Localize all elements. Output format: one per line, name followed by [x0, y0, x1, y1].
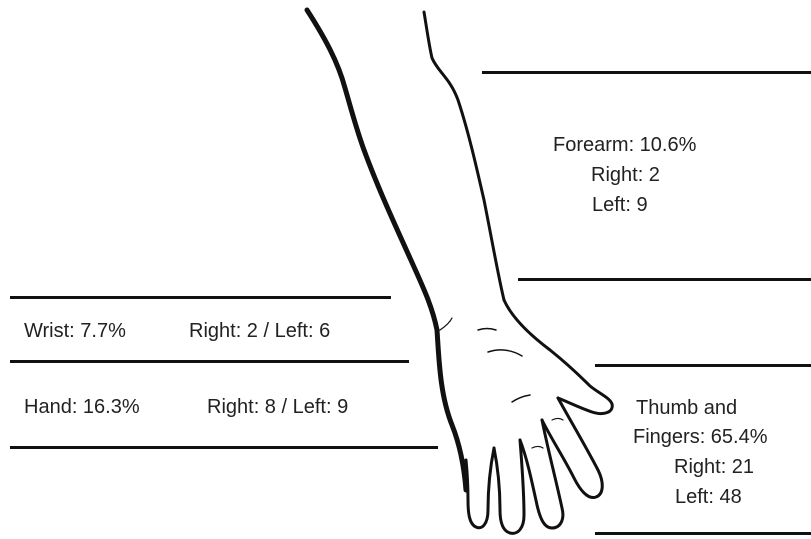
wrist-counts: Right: 2 / Left: 6 — [189, 319, 330, 343]
thumb-fingers-label-line2: Fingers: 65.4% — [633, 425, 768, 449]
little-finger — [466, 448, 494, 528]
middle-finger — [520, 420, 563, 528]
forearm-bottom-rule — [518, 278, 811, 281]
forearm-top-rule — [482, 71, 811, 74]
forearm-left-count: Left: 9 — [592, 193, 648, 217]
palm-crease — [488, 350, 522, 356]
thumb-fingers-right-count: Right: 21 — [674, 455, 754, 479]
wrist-label: Wrist: 7.7% — [24, 319, 126, 343]
finger-crease — [552, 419, 563, 421]
palm-crease — [512, 395, 530, 402]
hand-label: Hand: 16.3% — [24, 395, 140, 419]
thumb-fingers-left-count: Left: 48 — [675, 485, 742, 509]
forearm-label: Forearm: 10.6% — [553, 133, 696, 157]
ring-finger — [494, 440, 524, 533]
hand-bottom-rule — [10, 446, 438, 449]
thumb-fingers-label-line1: Thumb and — [636, 396, 737, 420]
wrist-hand-divider — [10, 360, 409, 363]
arm-shade-line — [343, 80, 358, 132]
forearm-right-count: Right: 2 — [591, 163, 660, 187]
palm-crease — [478, 329, 496, 331]
finger-crease — [532, 447, 543, 449]
hand-counts: Right: 8 / Left: 9 — [207, 395, 348, 419]
forearm-inner-contour — [424, 12, 504, 300]
thumb-fingers-bottom-rule — [595, 532, 811, 535]
wrist-crease — [440, 318, 452, 330]
wrist-top-rule — [10, 296, 391, 299]
thumb-fingers-top-rule — [595, 364, 811, 367]
